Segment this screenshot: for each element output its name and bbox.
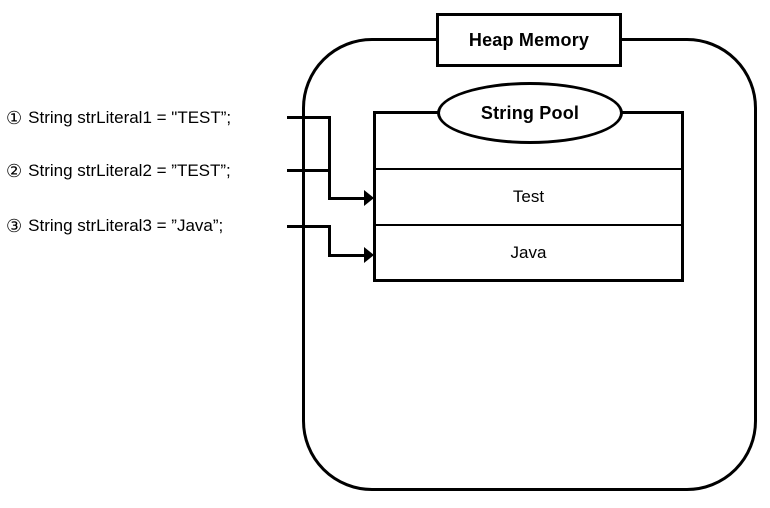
connector-vertical-3	[328, 225, 331, 257]
arrow-to-test-head-icon	[364, 190, 374, 206]
arrow-to-java-head-icon	[364, 247, 374, 263]
string-pool-title: String Pool	[480, 102, 580, 123]
code-text-3: String strLiteral3 = ”Java”;	[28, 216, 224, 235]
pool-row-java: Java	[376, 224, 681, 279]
circled-number-3: ③	[6, 215, 23, 236]
code-line-3: ③ String strLiteral3 = ”Java”;	[6, 214, 223, 238]
string-pool-ellipse: String Pool	[437, 82, 623, 144]
connector-vertical-1-2	[328, 116, 331, 200]
pool-row-test: Test	[376, 168, 681, 224]
code-text-2: String strLiteral2 = ”TEST”;	[28, 161, 231, 180]
connector-line-1	[287, 116, 331, 119]
arrow-to-test-shaft	[328, 197, 365, 200]
connector-line-3	[287, 225, 331, 228]
circled-number-2: ②	[6, 160, 23, 181]
pool-entry-test: Test	[512, 187, 545, 206]
heap-memory-title-box: Heap Memory	[436, 13, 622, 67]
code-line-2: ② String strLiteral2 = ”TEST”;	[6, 159, 231, 183]
code-line-1: ① String strLiteral1 = "TEST”;	[6, 106, 231, 130]
connector-line-2	[287, 169, 331, 172]
pool-entry-java: Java	[510, 242, 547, 262]
heap-memory-title: Heap Memory	[468, 29, 590, 50]
circled-number-1: ①	[6, 107, 23, 128]
code-text-1: String strLiteral1 = "TEST”;	[28, 108, 232, 127]
arrow-to-java-shaft	[328, 254, 365, 257]
